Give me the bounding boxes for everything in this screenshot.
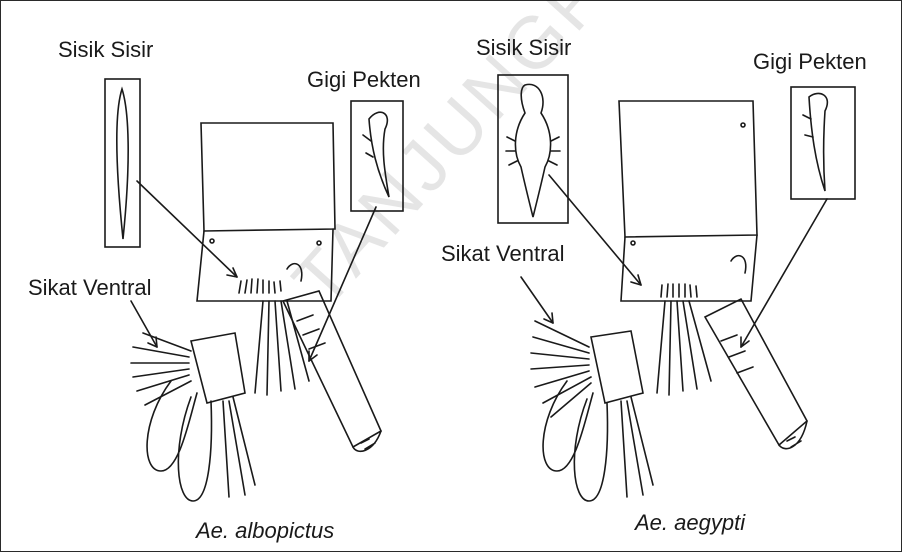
right-setae-fan xyxy=(657,301,711,395)
left-ventral-brush-label: Sikat Ventral xyxy=(28,277,152,299)
left-saddle-and-papillae xyxy=(147,333,255,501)
right-comb-scale-box xyxy=(498,75,568,223)
left-comb-scale-box xyxy=(105,79,140,247)
left-species-label: Ae. albopictus xyxy=(196,520,334,542)
right-comb-scale-label: Sisik Sisir xyxy=(476,37,571,59)
left-pecten-tooth-box xyxy=(351,101,403,211)
right-siphon xyxy=(705,256,807,449)
right-ventral-brush-label: Sikat Ventral xyxy=(441,243,565,265)
right-pecten-tooth-box xyxy=(791,87,855,199)
right-ventral-brush xyxy=(531,321,591,417)
right-abdominal-segment xyxy=(619,101,757,301)
left-comb-scale-label: Sisik Sisir xyxy=(58,39,153,61)
left-setae-fan xyxy=(255,301,309,395)
left-ventral-brush xyxy=(131,333,191,405)
right-pointers xyxy=(521,175,827,347)
left-abdominal-segment xyxy=(197,123,335,301)
left-pecten-tooth-label: Gigi Pekten xyxy=(307,69,421,91)
right-species-label: Ae. aegypti xyxy=(635,512,745,534)
right-pecten-tooth-label: Gigi Pekten xyxy=(753,51,867,73)
left-pointers xyxy=(131,181,376,361)
